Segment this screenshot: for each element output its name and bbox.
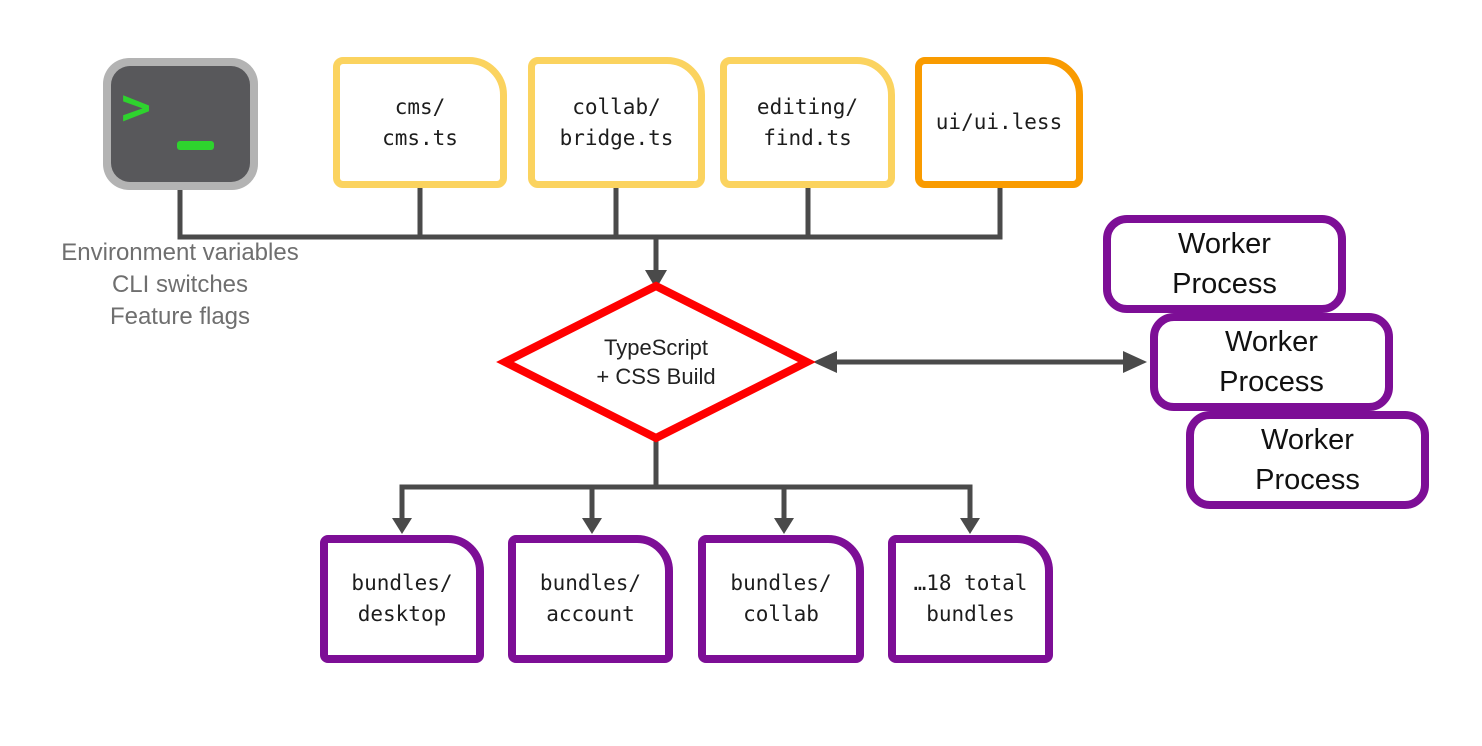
- caption-line-feature-flags: Feature flags: [109, 303, 251, 330]
- terminal-screen: >: [111, 66, 250, 182]
- source-box-ui-less: ui/ui.less: [915, 57, 1083, 188]
- arrow-right-into-worker-icon: [1123, 351, 1147, 373]
- arrow-down-bundle-3-icon: [774, 518, 794, 534]
- bundle-box-account: bundles/ account: [508, 535, 673, 663]
- terminal-cursor-icon: [177, 141, 214, 150]
- worker-process-box-1: Worker Process: [1103, 215, 1346, 313]
- source-box-ui-less-label: ui/ui.less: [935, 110, 1063, 134]
- caption-line-environment-variables: Environment variables: [61, 239, 299, 266]
- arrow-down-bundle-4-icon: [960, 518, 980, 534]
- worker-process-box-2: Worker Process: [1150, 313, 1393, 411]
- bundle-box-account-label: bundles/ account: [539, 571, 642, 626]
- worker-process-box-3: Worker Process: [1186, 411, 1429, 509]
- terminal-caption: Environment variables CLI switches Featu…: [18, 237, 342, 333]
- arrow-down-bundle-1-icon: [392, 518, 412, 534]
- arrow-left-into-build-icon: [813, 351, 837, 373]
- worker-process-box-3-label: Worker Process: [1255, 424, 1360, 496]
- terminal-prompt-icon: >: [121, 78, 152, 136]
- bundle-box-total-label: …18 total bundles: [913, 571, 1028, 626]
- build-output-tree-line: [399, 438, 973, 520]
- bundle-box-desktop: bundles/ desktop: [320, 535, 484, 663]
- terminal-icon: >: [103, 58, 258, 190]
- source-box-cms: cms/ cms.ts: [333, 57, 507, 188]
- arrow-down-bundle-2-icon: [582, 518, 602, 534]
- worker-process-box-2-label: Worker Process: [1219, 326, 1324, 398]
- bundle-box-desktop-label: bundles/ desktop: [351, 571, 453, 626]
- worker-process-box-1-label: Worker Process: [1172, 228, 1277, 300]
- bundle-box-collab-label: bundles/ collab: [730, 571, 832, 626]
- source-box-collab-bridge-label: collab/ bridge.ts: [559, 94, 674, 150]
- source-box-cms-label: cms/ cms.ts: [382, 94, 458, 150]
- build-diamond-label: TypeScript + CSS Build: [596, 335, 716, 389]
- source-box-editing-find: editing/ find.ts: [720, 57, 895, 188]
- source-box-editing-find-label: editing/ find.ts: [756, 94, 859, 150]
- top-bus-line: [177, 184, 1003, 240]
- bundle-box-collab: bundles/ collab: [698, 535, 864, 663]
- bundle-box-total: …18 total bundles: [888, 535, 1053, 663]
- caption-line-cli-switches: CLI switches: [111, 271, 249, 298]
- arrow-down-into-build-icon: [645, 270, 667, 289]
- build-diamond: [496, 281, 816, 443]
- source-box-collab-bridge: collab/ bridge.ts: [528, 57, 705, 188]
